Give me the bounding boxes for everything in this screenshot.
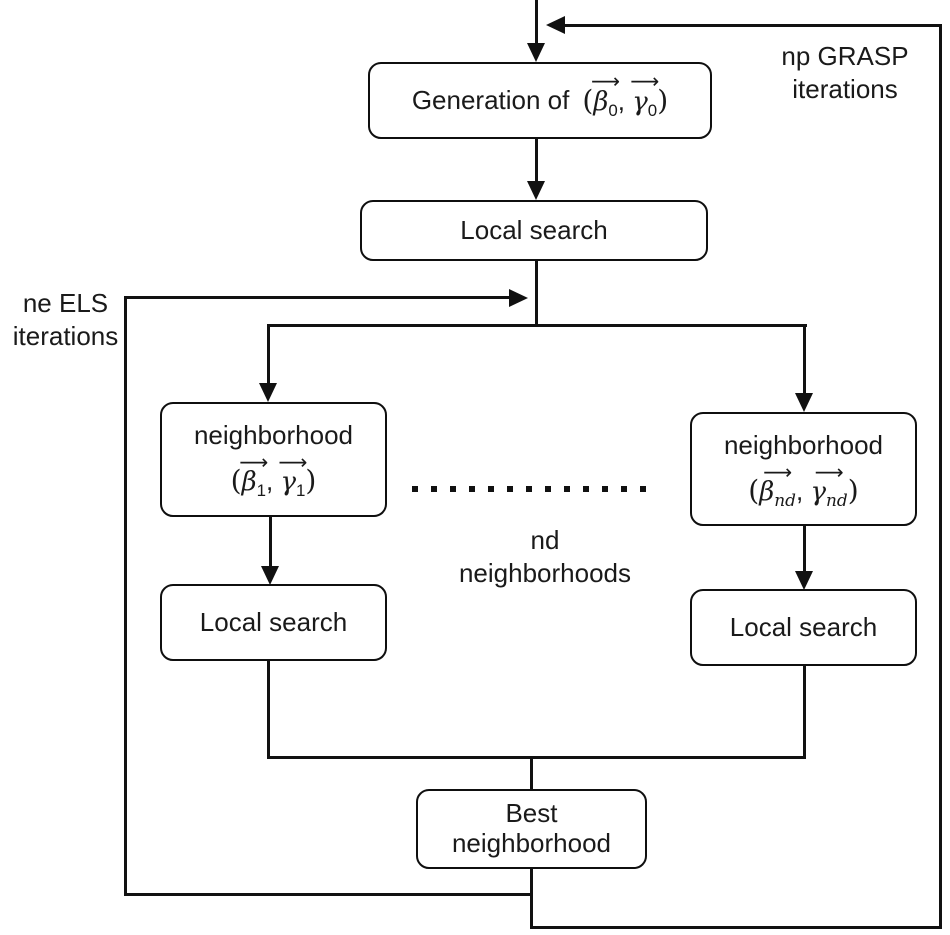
arrow-down-icon <box>795 571 813 590</box>
arrow-down-icon <box>795 393 813 412</box>
neighborhood-last-box: neighborhood (⟶βnd, ⟶γnd) <box>690 412 917 526</box>
ellipsis-dots <box>412 486 650 492</box>
grasp-loop-top-edge <box>565 24 942 27</box>
betand-gammand-formula: (⟶βnd, ⟶γnd) <box>748 459 859 510</box>
generation-label: Generation of <box>411 85 570 115</box>
arrow-right-icon <box>509 289 528 307</box>
local-search-left-box: Local search <box>160 584 387 661</box>
merge-to-best-edge <box>530 756 533 790</box>
vector-arrow-icon: ⟶ <box>814 459 844 484</box>
localsearch-right-down-edge <box>803 665 806 759</box>
entry-edge <box>535 0 538 45</box>
neighborhood-last-title: neighborhood <box>723 429 884 460</box>
vector-arrow-icon: ⟶ <box>278 450 308 475</box>
neighborhood-last-to-localsearch-edge <box>803 526 806 573</box>
best-output-edge <box>530 868 533 929</box>
local-search-right-box: Local search <box>690 589 917 666</box>
merge-edge <box>267 756 806 759</box>
beta1-gamma1-formula: (⟶β1, ⟶γ1) <box>230 450 317 501</box>
best-neighborhood-box: Best neighborhood <box>416 789 647 869</box>
arrow-left-icon <box>546 16 565 34</box>
vector-arrow-icon: ⟶ <box>591 69 621 94</box>
els-loop-return-edge <box>126 296 509 299</box>
neighborhood-first-title: neighborhood <box>193 420 354 451</box>
vector-arrow-icon: ⟶ <box>239 450 269 475</box>
arrow-down-icon <box>527 43 545 62</box>
neighborhood-first-to-localsearch-edge <box>269 517 272 567</box>
nd-neighborhoods-label: nd neighborhoods <box>458 525 632 588</box>
arrow-down-icon <box>527 181 545 200</box>
vector-arrow-icon: ⟶ <box>630 69 660 94</box>
generation-box: Generation of (⟶β0, ⟶γ0) <box>368 62 712 139</box>
local-search-top-box: Local search <box>360 200 708 261</box>
local-search-top-label: Local search <box>460 215 608 245</box>
grasp-loop-bottom-edge <box>530 926 942 929</box>
local-search-left-label: Local search <box>199 607 348 637</box>
neighborhood-first-box: neighborhood (⟶β1, ⟶γ1) <box>160 402 387 517</box>
grasp-loop-right-edge <box>939 24 942 929</box>
generation-to-localsearch-edge <box>535 139 538 183</box>
els-loop-bottom-edge <box>124 893 533 896</box>
ne-els-iterations-label: ne ELS iterations <box>12 288 119 351</box>
np-grasp-iterations-label: np GRASP iterations <box>781 41 909 104</box>
arrow-down-icon <box>261 566 279 585</box>
branch-left-edge <box>267 324 270 384</box>
arrow-down-icon <box>259 383 277 402</box>
branch-edge <box>267 324 807 327</box>
els-loop-left-edge <box>124 296 127 896</box>
vector-arrow-icon: ⟶ <box>763 459 793 484</box>
localsearch-to-branch-edge <box>535 260 538 327</box>
local-search-right-label: Local search <box>729 612 878 642</box>
beta0-gamma0-formula: (⟶β0, ⟶γ0) <box>582 69 669 121</box>
localsearch-left-down-edge <box>267 660 270 759</box>
branch-right-edge <box>803 324 806 394</box>
